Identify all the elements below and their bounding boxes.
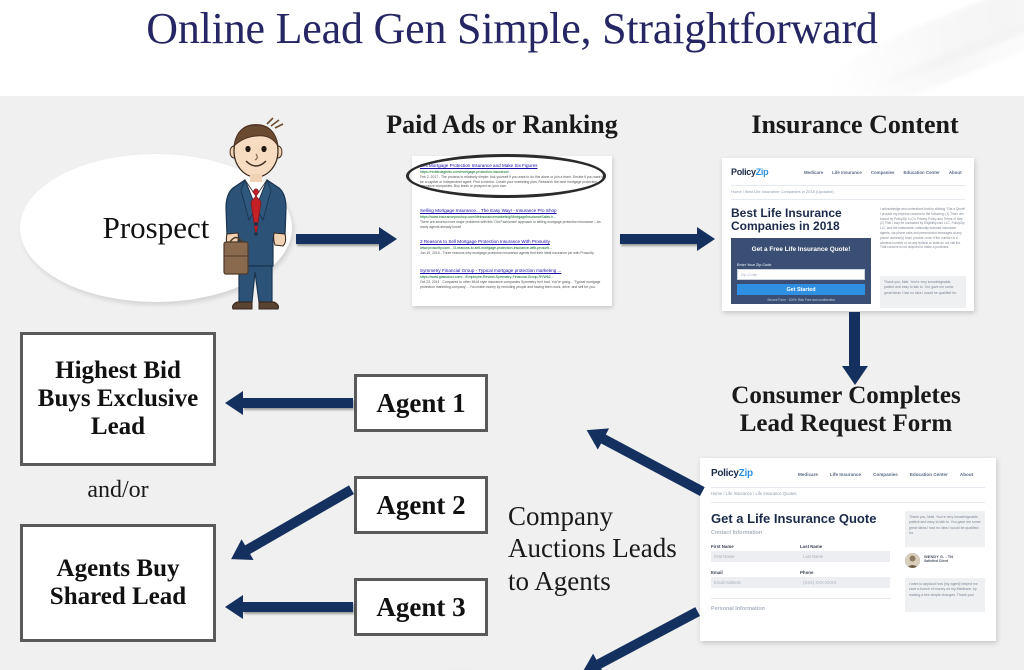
search-result-3-desc: Jun 19, 2015 - Three reasons why mortgag… xyxy=(420,251,595,256)
section-contact-information: Contact Information xyxy=(711,530,763,536)
title-band: Online Lead Gen Simple, Straightforward xyxy=(0,0,1024,96)
arrow-prospect-to-ads xyxy=(296,234,380,244)
input-first-name[interactable]: First Name xyxy=(711,551,801,562)
cta-fine-print: Secure Form · 100% Risk Free and confide… xyxy=(767,298,835,302)
testimonial-author-name: WENDY G. - TN xyxy=(924,554,954,559)
heading-insurance-content: Insurance Content xyxy=(751,110,959,139)
testimonial-author: WENDY G. - TN Satisfied Client xyxy=(924,554,953,563)
policyzip-article-breadcrumb-divider xyxy=(731,199,965,200)
arrow-prospect-to-ads-head xyxy=(379,227,397,251)
heading-consumer-form: Consumer Completes Lead Request Form xyxy=(676,382,1016,438)
policyzip-article-nav-divider xyxy=(731,185,965,186)
search-result-2-desc: There are several more major problems wi… xyxy=(420,220,601,229)
label-first-name: First Name xyxy=(711,544,734,549)
form-nav-item-companies[interactable]: Companies xyxy=(873,472,898,477)
page-title: Online Lead Gen Simple, Straightforward xyxy=(146,4,878,53)
policyzip-article-headline: Best Life Insurance Companies in 2018 xyxy=(731,206,842,234)
arrow-content-to-form xyxy=(849,312,860,368)
heading-consumer-form-line1: Consumer Completes xyxy=(731,382,961,409)
agent-3-box[interactable]: Agent 3 xyxy=(354,578,488,636)
lead-form-headline: Get a Life Insurance Quote xyxy=(711,511,877,526)
diagram-canvas: Prospect xyxy=(0,96,1024,670)
prospect-label: Prospect xyxy=(102,210,210,245)
form-section-divider xyxy=(711,598,891,599)
heading-paid-ads: Paid Ads or Ranking xyxy=(386,110,618,139)
highlight-ellipse-top-result xyxy=(406,154,606,198)
form-testimonial-2: I want to applaud how [my agent] helped … xyxy=(905,578,985,612)
quote-cta-box: Get a Free Life Insurance Quote! Enter Y… xyxy=(731,238,871,304)
policyzip-article-nav[interactable]: Medicare Life Insurance Companies Educat… xyxy=(804,170,962,175)
get-started-button[interactable]: Get Started xyxy=(737,284,865,295)
highest-bid-box: Highest Bid Buys Exclusive Lead xyxy=(20,332,216,466)
agent-1-box[interactable]: Agent 1 xyxy=(354,374,488,432)
testimonial-avatar xyxy=(905,553,920,568)
search-result-4-desc: Oct 23, 2014 - Compared to other MLM sty… xyxy=(420,280,601,289)
search-result-3-url: www.prosurity.com/.../3-reasons-to-sell-… xyxy=(420,245,553,250)
form-nav-item-life-insurance[interactable]: Life Insurance xyxy=(829,472,862,477)
search-result-3[interactable]: 3 Reasons to Sell Mortgage Protection In… xyxy=(420,239,606,256)
arrow-content-to-form-head xyxy=(842,366,868,385)
policyzip-form-screenshot: PolicyZip Medicare Life Insurance Compan… xyxy=(700,458,996,641)
policyzip-form-breadcrumb-divider xyxy=(711,502,985,503)
nav-item-education-center[interactable]: Education Center xyxy=(903,170,940,175)
arrow-agent3-to-shared xyxy=(243,602,353,612)
nav-item-companies[interactable]: Companies xyxy=(870,170,895,175)
section-personal-information: Personal Information xyxy=(711,606,765,612)
heading-consumer-form-line2: Lead Request Form xyxy=(739,410,953,437)
label-last-name: Last Name xyxy=(800,544,823,549)
policyzip-article-testimonial: Thank you, Matt. You're very knowledgeab… xyxy=(880,276,966,308)
search-result-3-title[interactable]: 3 Reasons to Sell Mortgage Protection In… xyxy=(420,239,550,244)
arrow-agent1-to-exclusive xyxy=(243,398,353,408)
nav-item-life-insurance[interactable]: Life Insurance xyxy=(832,170,862,175)
policyzip-form-logo[interactable]: PolicyZip xyxy=(711,468,753,479)
nav-item-about[interactable]: About xyxy=(948,170,962,175)
company-auctions-line3: to Agents xyxy=(508,565,611,596)
policyzip-article-screenshot: PolicyZip Medicare Life Insurance Compan… xyxy=(722,158,974,311)
shared-lead-box: Agents Buy Shared Lead xyxy=(20,524,216,642)
policyzip-form-logo-main: Policy xyxy=(711,468,739,479)
zip-code-input[interactable]: Zip Code xyxy=(737,269,865,280)
quote-cta-title: Get a Free Life Insurance Quote! xyxy=(751,246,851,253)
input-last-name[interactable]: Last Name xyxy=(800,551,890,562)
search-result-2-url: https://www.insuranceproshop.com/lifeins… xyxy=(420,214,556,219)
search-result-4-title[interactable]: Symmetry Financial Group - Typical mortg… xyxy=(420,268,562,273)
search-result-2-title[interactable]: Selling Mortgage Insurance... The Easy W… xyxy=(420,208,557,213)
form-testimonial-1: Thank you, Matt. You're very knowledgeab… xyxy=(905,511,985,547)
label-phone: Phone xyxy=(800,570,814,575)
policyzip-logo-main: Policy xyxy=(731,167,756,177)
form-nav-item-education-center[interactable]: Education Center xyxy=(909,472,948,477)
watermark-swoosh-bottom xyxy=(307,640,563,670)
policyzip-form-logo-accent: Zip xyxy=(738,468,753,479)
company-auctions-label: Company Auctions Leads to Agents xyxy=(508,500,706,597)
arrow-ads-to-content-head xyxy=(697,227,715,251)
form-nav-item-medicare[interactable]: Medicare xyxy=(798,472,818,477)
company-auctions-line1: Company xyxy=(508,501,613,531)
businessman-illustration xyxy=(215,116,297,316)
policyzip-article-breadcrumb[interactable]: Home / Best Life Insurance Companies in … xyxy=(731,189,834,194)
search-result-2[interactable]: Selling Mortgage Insurance... The Easy W… xyxy=(420,208,606,229)
agent-2-box[interactable]: Agent 2 xyxy=(354,476,488,534)
search-result-4[interactable]: Symmetry Financial Group - Typical mortg… xyxy=(420,268,606,289)
nav-item-medicare[interactable]: Medicare xyxy=(804,170,824,175)
and-or-label: and/or xyxy=(87,477,149,503)
testimonial-author-role: Satisfied Client xyxy=(924,559,949,563)
label-email: Email xyxy=(711,570,723,575)
arrow-agent3-to-shared-head xyxy=(225,595,243,619)
arrow-ads-to-content xyxy=(620,234,698,244)
policyzip-logo[interactable]: PolicyZip xyxy=(731,167,769,177)
input-phone[interactable]: (XXX) XXX-XXXX xyxy=(800,577,890,588)
policyzip-article-disclaimer: I acknowledge and understand that by cli… xyxy=(880,207,966,250)
search-result-4-url: https://www.glassdoor.com/.../Employee-R… xyxy=(420,274,554,279)
policyzip-form-breadcrumb[interactable]: Home / Life Insurance / Life Insurance Q… xyxy=(711,491,797,496)
policyzip-form-nav-divider xyxy=(711,487,985,488)
policyzip-logo-accent: Zip xyxy=(755,167,769,177)
input-email[interactable]: Email Address xyxy=(711,577,801,588)
company-auctions-line2: Auctions Leads xyxy=(508,533,677,564)
form-nav-item-about[interactable]: About xyxy=(959,472,974,477)
zip-code-label: Enter Your Zip Code xyxy=(737,263,772,267)
arrow-agent1-to-exclusive-head xyxy=(225,391,243,415)
policyzip-form-nav[interactable]: Medicare Life Insurance Companies Educat… xyxy=(798,472,973,477)
